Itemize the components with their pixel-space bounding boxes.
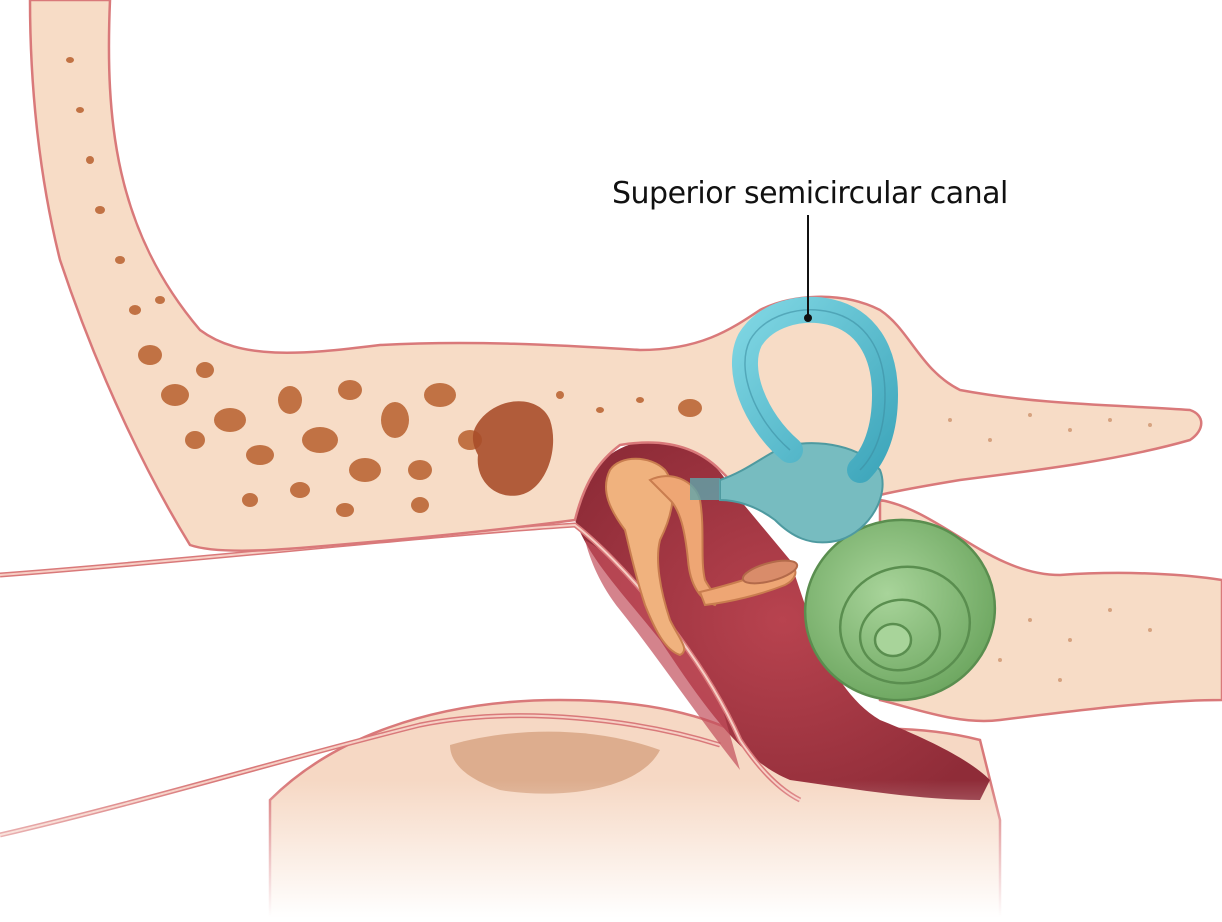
temporal-bone: [28, 0, 1203, 552]
cochlea: [803, 518, 997, 702]
eardrum-region: [585, 540, 740, 770]
oval-window-mesh: [690, 478, 720, 500]
superior-canal-label: Superior semicircular canal: [612, 176, 1008, 211]
ossicles: [605, 457, 799, 657]
vestibular-system: [690, 296, 899, 544]
middle-ear-cavity: [575, 440, 990, 800]
leader-dot: [804, 314, 812, 322]
large-marrow-cavity: [472, 401, 554, 496]
lower-bone-marrow: [450, 731, 660, 794]
bone-marrow-spots: [66, 57, 702, 517]
bone-pores: [948, 413, 1152, 682]
stapes-footplate: [741, 559, 799, 585]
bottom-fade: [0, 780, 1222, 917]
